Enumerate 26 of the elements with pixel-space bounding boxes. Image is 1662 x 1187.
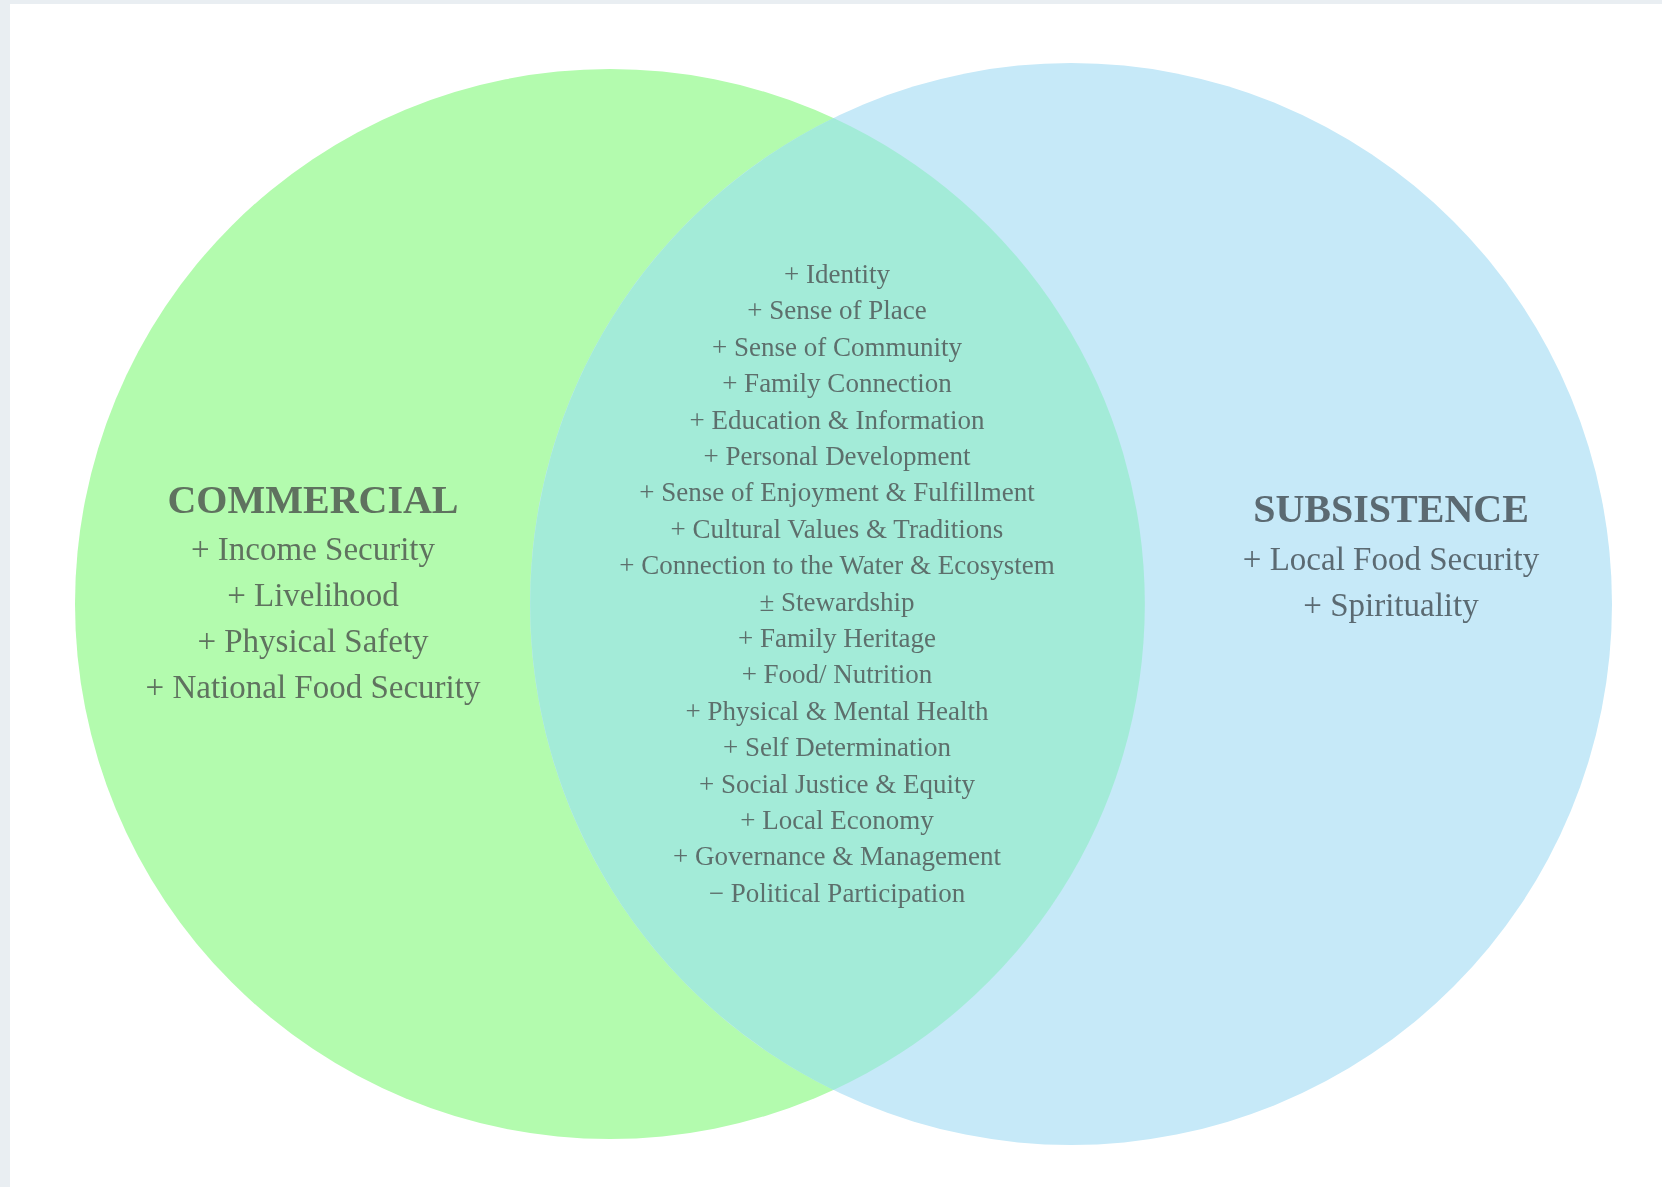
list-item: + Physical Safety: [197, 622, 429, 660]
list-item: + Social Justice & Equity: [698, 769, 976, 800]
list-item: − Political Participation: [708, 878, 966, 909]
list-item: + Food/ Nutrition: [741, 660, 933, 691]
circle-title: COMMERCIAL: [167, 478, 459, 522]
list-item: + Income Security: [191, 530, 435, 568]
list-item: + Livelihood: [227, 576, 399, 614]
list-item: + Sense of Community: [712, 332, 962, 363]
list-item: + Sense of Place: [747, 296, 927, 327]
list-item: + Education & Information: [689, 405, 985, 436]
list-item: + Local Food Security: [1242, 540, 1540, 578]
list-item: + Family Connection: [722, 369, 952, 400]
list-item: + Sense of Enjoyment & Fulfillment: [639, 478, 1035, 509]
list-item: + Physical & Mental Health: [685, 696, 989, 727]
list-item: + Connection to the Water & Ecosystem: [619, 551, 1055, 582]
list-item: + Self Determination: [722, 733, 952, 764]
list-item: + Governance & Management: [673, 842, 1001, 873]
list-item: + National Food Security: [145, 668, 481, 706]
list-item: + Personal Development: [703, 442, 971, 472]
list-item: + Local Economy: [740, 806, 934, 836]
list-item: + Family Heritage: [737, 624, 937, 654]
list-item: + Cultural Values & Traditions: [670, 514, 1004, 545]
list-item: + Identity: [784, 260, 890, 290]
list-item: + Spirituality: [1303, 586, 1479, 624]
circle-title: SUBSISTENCE: [1253, 487, 1529, 531]
list-item: ± Stewardship: [759, 587, 915, 618]
